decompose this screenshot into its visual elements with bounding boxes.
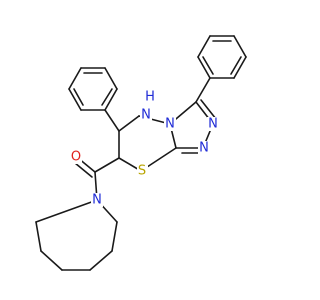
bond bbox=[35, 221, 42, 252]
triazole-nitrogen-label: N bbox=[199, 141, 209, 156]
carbonyl-double-bond bbox=[74, 162, 93, 178]
molecule-canvas: H N N N N S O N bbox=[35, 35, 247, 271]
atom-label-nh-nitrogen: N bbox=[140, 108, 152, 123]
bond bbox=[111, 221, 118, 252]
azepane-ring bbox=[35, 199, 118, 271]
sulfur-label: S bbox=[138, 164, 146, 179]
bond bbox=[104, 67, 118, 90]
oxygen-label: O bbox=[71, 150, 81, 165]
structure-drawing: H N N N N S O N bbox=[35, 35, 247, 271]
bond bbox=[197, 56, 211, 79]
bond bbox=[68, 67, 82, 90]
bond bbox=[197, 35, 211, 58]
aromatic-double-bond bbox=[101, 88, 113, 106]
double-bond bbox=[200, 99, 217, 120]
bond bbox=[35, 199, 98, 223]
bond-phenyl-c3 bbox=[195, 77, 211, 103]
bridge-nitrogen-label: N bbox=[165, 117, 175, 132]
phenyl-ring-top-right bbox=[197, 35, 247, 79]
atom-label-triazole-n-a: N bbox=[207, 117, 219, 132]
aromatic-double-bond bbox=[202, 56, 214, 75]
bond bbox=[104, 88, 118, 111]
bond bbox=[89, 250, 113, 271]
bond-phenyl-c6 bbox=[104, 109, 120, 132]
nh-nitrogen-label: N bbox=[141, 108, 151, 123]
phenyl-ring-left bbox=[68, 67, 118, 111]
bond bbox=[233, 56, 247, 79]
bond bbox=[68, 88, 82, 111]
bond bbox=[40, 250, 63, 271]
bond-carbonyl-carbon bbox=[94, 157, 120, 173]
bond bbox=[118, 115, 140, 132]
atom-label-sulfur: S bbox=[137, 164, 148, 179]
aromatic-double-bond bbox=[73, 88, 84, 106]
atom-label-bridge-nitrogen: N bbox=[164, 117, 176, 132]
triazole-nitrogen-label: N bbox=[208, 117, 218, 132]
atom-label-nh-hydrogen: H bbox=[144, 90, 156, 105]
bond bbox=[233, 35, 247, 58]
atom-label-azepane-nitrogen: N bbox=[91, 193, 103, 208]
nh-hydrogen-label: H bbox=[145, 90, 155, 105]
azepane-nitrogen-label: N bbox=[92, 193, 102, 208]
aromatic-double-bond bbox=[230, 56, 242, 75]
atom-label-triazole-n-b: N bbox=[198, 141, 210, 156]
atom-label-oxygen: O bbox=[70, 150, 82, 165]
